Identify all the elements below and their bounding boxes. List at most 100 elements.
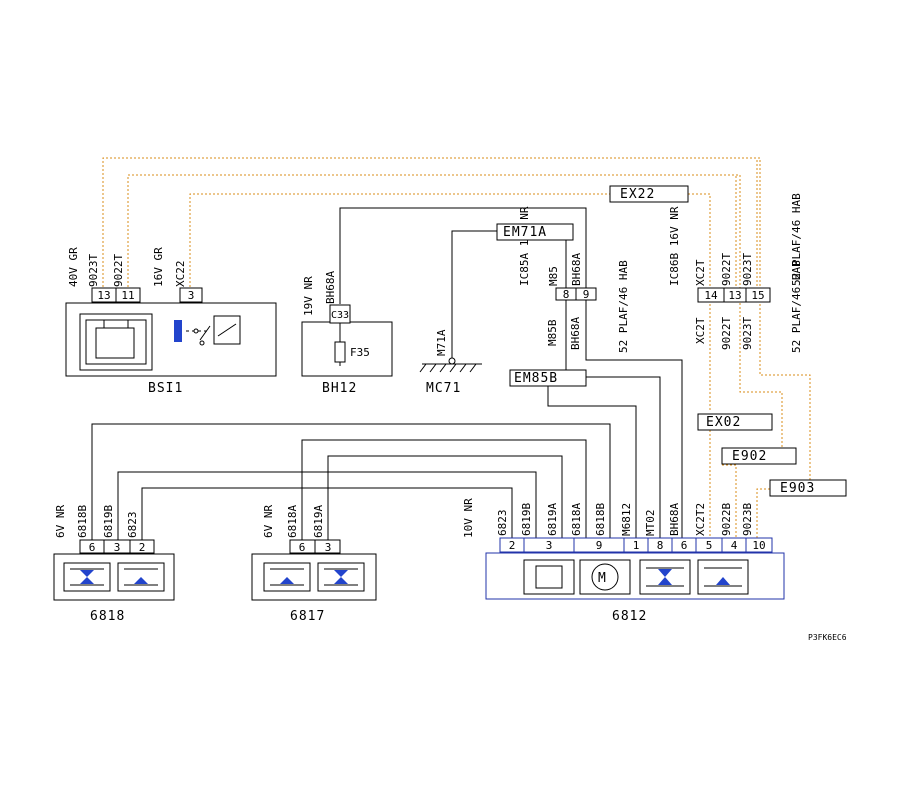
fuse-icon (334, 341, 346, 363)
fuse-f35-label: F35 (350, 346, 370, 359)
bsi1-wire-9023t: 9023T (87, 254, 100, 287)
c6817-pin-3: 3 (325, 541, 332, 554)
c6812-wire-6823: 6823 (496, 510, 509, 537)
wire-mt02 (586, 376, 661, 540)
right-plaf-label-top: 52 PLAF/46 HAB (790, 193, 803, 286)
diagram-code: P3FK6EC6 (808, 633, 847, 642)
component-6817: 6 3 6V NR 6818A 6819A 6817 (251, 505, 377, 624)
c6812-pin-10: 10 (752, 539, 765, 552)
c6817-pin-6: 6 (299, 541, 306, 554)
connector-ex02: EX02 (706, 415, 741, 430)
signal-wires (102, 157, 811, 540)
wire-6818b (91, 423, 611, 540)
bsi1-pin-13: 13 (97, 289, 110, 302)
wire-m71a (451, 230, 497, 358)
connector-e903: E903 (780, 481, 815, 496)
c6812-pin-3: 3 (546, 539, 553, 552)
c6812-wire-mt02: MT02 (644, 510, 657, 537)
right-pin-13: 13 (728, 289, 741, 302)
right-connector: 14 13 15 IC86B 16V NR XC2T 9022T 9023T 5… (668, 193, 803, 353)
c6818-pin-3: 3 (114, 541, 121, 554)
right-wire-xc2t-top: XC2T (694, 259, 707, 286)
bsi1-label: BSI1 (148, 381, 183, 396)
c6812-pin-5: 5 (706, 539, 713, 552)
c6812-wire-m6812: M6812 (620, 503, 633, 536)
wire-9023b (756, 488, 770, 540)
wire-xc22-right (688, 193, 711, 410)
c6812-wire-6819a: 6819A (546, 503, 559, 536)
switch-up-icon (697, 559, 749, 595)
bsi1-module: 13 11 3 40V GR 9023T 9022T 16V GR XC22 B… (65, 247, 277, 396)
c6812-pin-8: 8 (657, 539, 664, 552)
wire-bh68a-top (339, 207, 587, 304)
c6812-wire-6819b: 6819B (520, 503, 533, 536)
connector-ex22: EX22 (620, 187, 655, 202)
connector-e902: E902 (732, 449, 767, 464)
bh12-label: BH12 (322, 381, 357, 396)
connector-em85b: EM85B (514, 371, 558, 386)
right-wire-xc2t-bottom: XC2T (694, 317, 707, 344)
middle-wire-bh68a-bottom: BH68A (569, 317, 582, 350)
c6818-wire-6823: 6823 (126, 512, 139, 539)
c6812-pin-9: 9 (596, 539, 603, 552)
bh12-fusebox: C33 F35 19V NR BH68A BH12 (301, 271, 393, 396)
connector-em71a: EM71A (503, 225, 547, 240)
c6812-wire-xc2t2: XC2T2 (694, 503, 707, 536)
middle-conn-label: IC85A 16V NR (518, 206, 531, 286)
wire-6819b (117, 471, 537, 540)
wire-6823 (141, 487, 513, 540)
inline-connectors: EX22 EM71A EM85B EX02 E902 E903 (496, 185, 847, 497)
right-wire-9022t-top: 9022T (720, 253, 733, 286)
mc71-label: MC71 (426, 381, 461, 396)
right-wire-9022t-bottom: 9022T (720, 317, 733, 350)
wire-9022b (722, 464, 737, 540)
bsi1-wire-9022t: 9022T (112, 254, 125, 287)
c6812-pin-1: 1 (633, 539, 640, 552)
bsi1-conn1-label: 40V GR (67, 247, 80, 287)
wire-6819a (327, 455, 563, 540)
c6812-pin-4: 4 (731, 539, 738, 552)
c6818-wire-6819b: 6819B (102, 505, 115, 538)
middle-pin-8: 8 (563, 288, 570, 301)
c6812-label: 6812 (612, 609, 647, 624)
c6812-wire-6818b: 6818B (594, 503, 607, 536)
wire-9022t (127, 174, 783, 448)
c6817-label: 6817 (290, 609, 325, 624)
right-plaf-label-bottom: 52 PLAF/46 HAB (790, 260, 803, 353)
c6812-pin-6: 6 (681, 539, 688, 552)
c6817-wire-6819a: 6819A (312, 505, 325, 538)
wire-xc22-left (189, 193, 610, 287)
c6818-pin-2: 2 (139, 541, 146, 554)
relay-contact-icon (174, 320, 182, 342)
mc71-ground: M71A MC71 (419, 329, 482, 396)
wire-6818a (301, 439, 587, 540)
c6812-wire-9022b: 9022B (720, 503, 733, 536)
middle-wire-bh68a-top: BH68A (570, 253, 583, 286)
c6812-pin-2: 2 (509, 539, 516, 552)
right-wire-9023t-top: 9023T (741, 253, 754, 286)
bsi1-conn2-label: 16V GR (152, 247, 165, 287)
right-wire-9023t-bottom: 9023T (741, 317, 754, 350)
c6812-wire-bh68a: BH68A (668, 503, 681, 536)
bh12-wire-bh68a: BH68A (324, 271, 337, 304)
c6818-conn-label: 6V NR (54, 505, 67, 538)
bsi1-pin-3: 3 (188, 289, 195, 302)
bh12-conn-label: 19V NR (302, 276, 315, 316)
wire-m6812 (547, 385, 637, 540)
right-conn-label: IC86B 16V NR (668, 206, 681, 286)
component-6812: 2 3 9 1 8 6 5 4 10 M 10V NR 6823 6819B 6… (462, 498, 785, 624)
middle-plaf-label: 52 PLAF/46 HAB (617, 260, 630, 353)
c6818-label: 6818 (90, 609, 125, 624)
svg-text:M: M (598, 571, 606, 586)
c6817-conn-label: 6V NR (262, 505, 275, 538)
middle-pin-9: 9 (583, 288, 590, 301)
c6812-wire-9023b: 9023B (741, 503, 754, 536)
power-wires (91, 207, 683, 540)
bsi1-wire-xc22: XC22 (174, 261, 187, 288)
wire-bh68a-down (585, 300, 683, 540)
c6817-wire-6818a: 6818A (286, 505, 299, 538)
middle-wire-m85b: M85B (546, 319, 559, 346)
mc71-wire-m71a: M71A (435, 329, 448, 356)
c6818-wire-6818b: 6818B (76, 505, 89, 538)
